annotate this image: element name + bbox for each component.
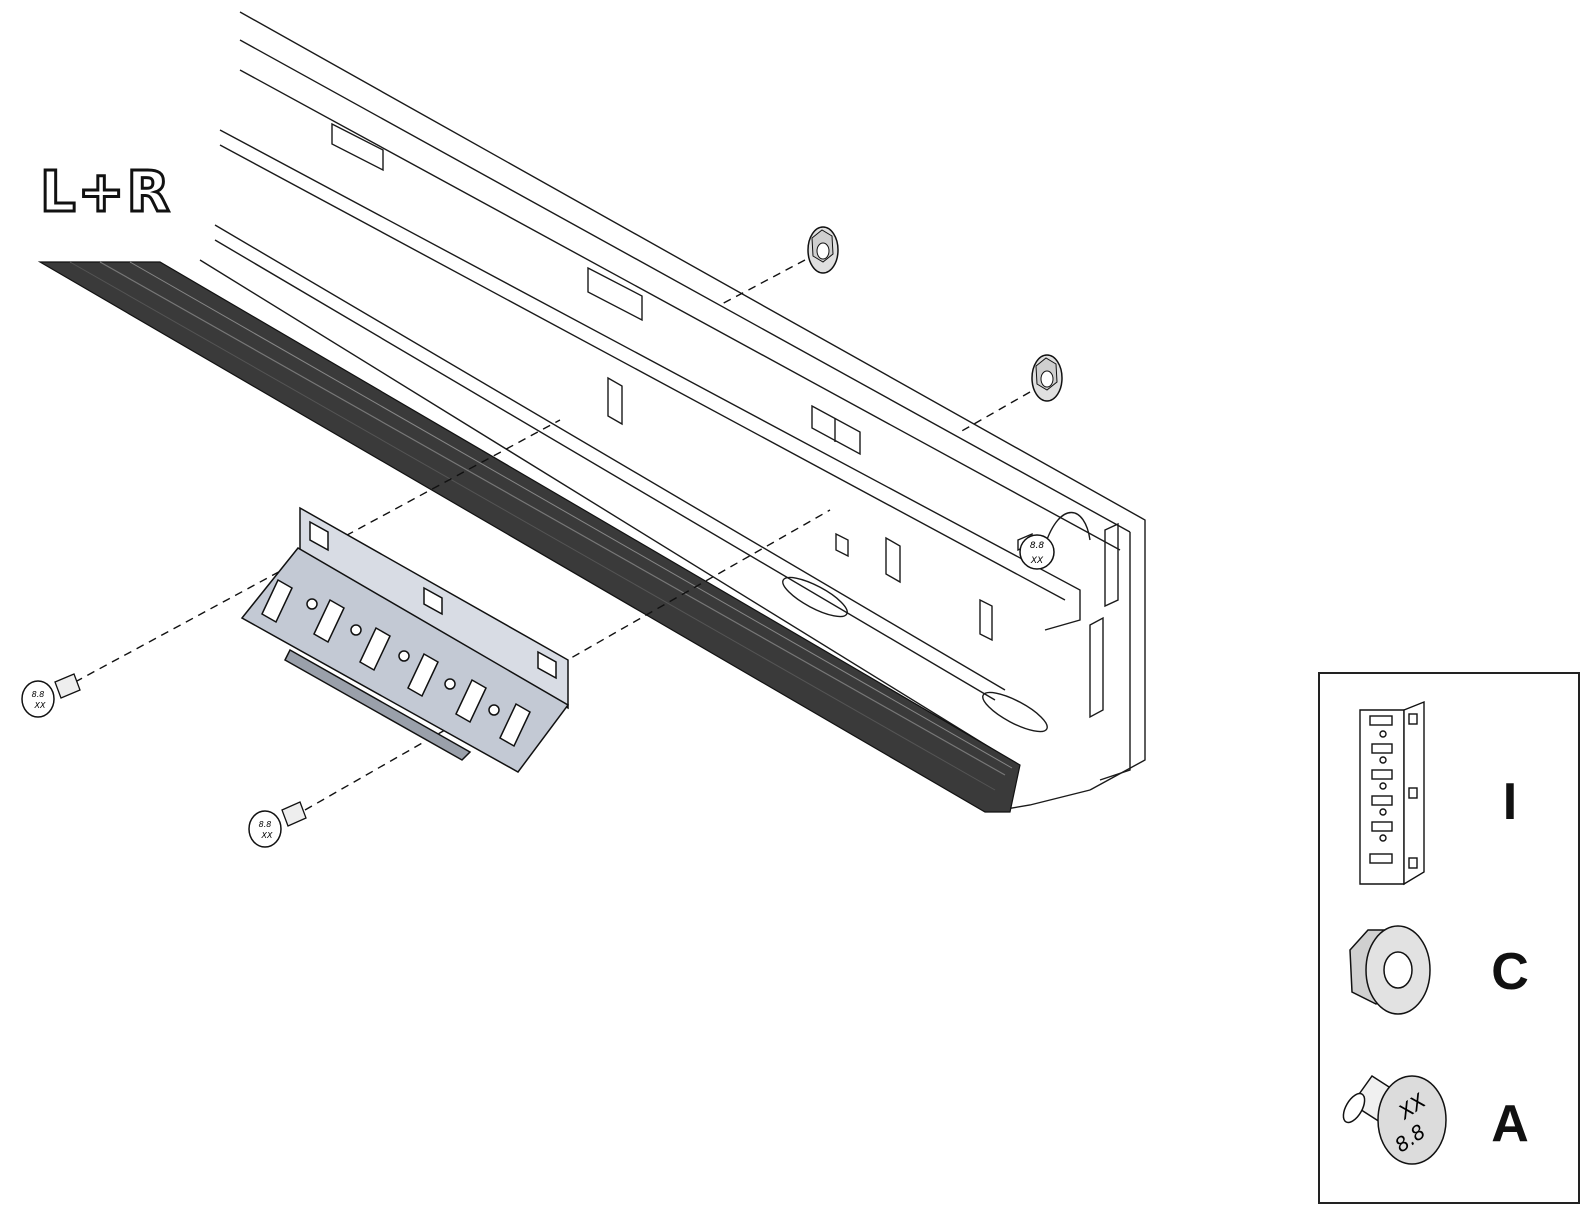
parts-legend: XX 8.8 I C A [1318, 672, 1580, 1204]
drawer-rail [199, 11, 1146, 811]
mounting-bracket-icon [1359, 700, 1425, 886]
flange-nut-icon [1349, 925, 1431, 1015]
bolt-grade-marking: 8.8 [32, 690, 45, 699]
bolt-icon [1342, 1074, 1447, 1165]
legend-label-bolt: A [1491, 1095, 1529, 1153]
bolt-icon: 8.8 XX [248, 801, 307, 848]
side-indicator-label: L+R [39, 159, 172, 227]
flange-nut-icon [807, 226, 839, 274]
assembly-guide-lines [74, 259, 1031, 811]
legend-label-bracket: I [1502, 773, 1518, 831]
legend-icons: XX 8.8 [1342, 700, 1447, 1165]
bolt-icon: 8.8 XX [21, 673, 81, 718]
mounting-bracket-icon [240, 506, 570, 773]
installed-bolt-grade: 8.8 [1030, 541, 1045, 551]
bolt-grade-marking: 8.8 [259, 820, 272, 829]
installed-bolt-brand: XX [1030, 556, 1044, 566]
installed-bolt-icon: 8.8 XX [1019, 534, 1055, 570]
rubber-seal-strip [37, 261, 1021, 813]
flange-nut-icon [1031, 354, 1063, 402]
legend-label-nut: C [1491, 943, 1529, 1001]
bolt-brand-marking: XX [261, 831, 273, 840]
bolt-brand-marking: XX [34, 701, 46, 710]
